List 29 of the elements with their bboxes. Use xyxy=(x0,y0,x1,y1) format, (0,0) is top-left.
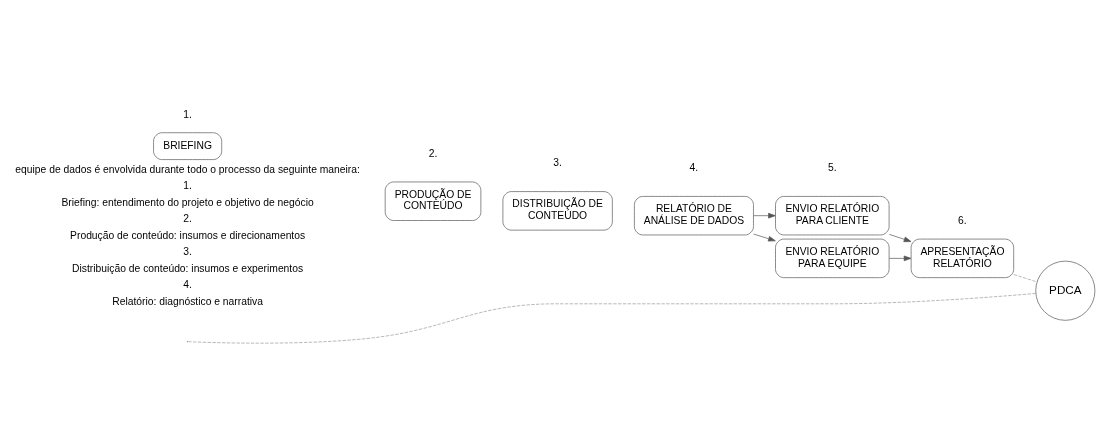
label: Distribuição de conteúdo: insumos e experimentos xyxy=(72,262,304,274)
label: 4. xyxy=(183,279,192,291)
arrow xyxy=(888,255,912,262)
node-label: 5. xyxy=(828,162,837,174)
node-box: BRIEFING xyxy=(153,132,223,160)
label: equipe de dados é envolvida durante todo o processo da seguinte maneira: xyxy=(15,163,360,175)
node-label: 6. xyxy=(958,214,967,226)
node-box: PRODUÇÃO DE CONTEÚDO xyxy=(384,181,482,221)
arrow xyxy=(753,233,776,242)
label: Produção de conteúdo: insumos e direcionamentos xyxy=(70,229,306,241)
node-label: 3. xyxy=(553,157,562,169)
connector xyxy=(1013,274,1038,283)
node-box: APRESENTAÇÃO RELATÓRIO xyxy=(910,238,1015,278)
connector xyxy=(188,293,1037,344)
node-label: 2. xyxy=(428,147,438,159)
label: Relatório: diagnóstico e narrativa xyxy=(112,295,263,307)
label: Briefing: entendimento do projeto e objetivo de negócio xyxy=(61,196,314,208)
arrow xyxy=(753,212,776,219)
node-box: DISTRIBUIÇÃO DE CONTEÚDO xyxy=(502,191,613,231)
label: 2. xyxy=(183,213,192,225)
node-box: ENVIO RELATÓRIO PARA CLIENTE xyxy=(775,196,890,236)
node-label: 1. xyxy=(183,108,192,120)
node-label: 4. xyxy=(689,162,699,174)
node-circle: PDCA xyxy=(1035,260,1096,321)
label: 3. xyxy=(183,246,192,258)
node-box: RELATÓRIO DE ANÁLISE DE DADOS xyxy=(634,196,754,236)
label: 1. xyxy=(183,180,192,192)
node-box: ENVIO RELATÓRIO PARA EQUIPE xyxy=(775,238,890,278)
arrow xyxy=(888,234,912,243)
